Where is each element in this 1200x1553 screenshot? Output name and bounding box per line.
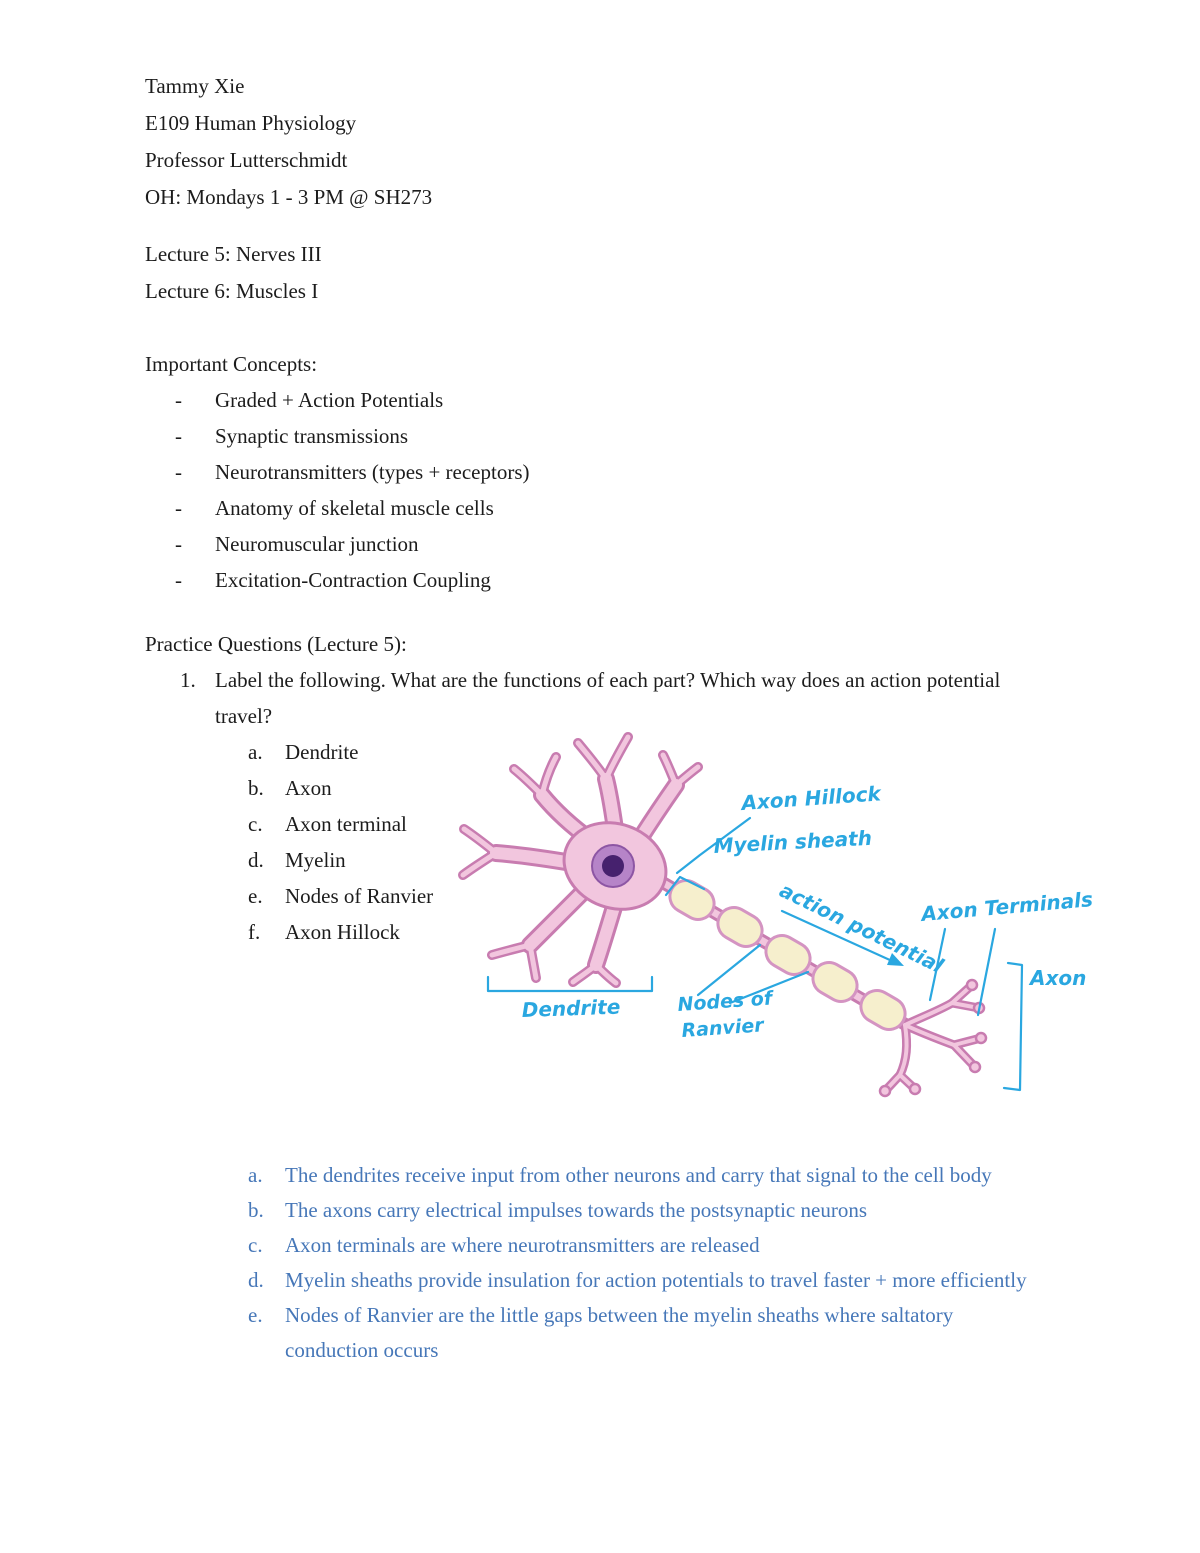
answer-item: a. The dendrites receive input from othe… xyxy=(145,1158,1075,1193)
answer-item: d. Myelin sheaths provide insulation for… xyxy=(145,1263,1075,1298)
nodes-leader-1 xyxy=(696,943,762,997)
answer-text: Myelin sheaths provide insulation for ac… xyxy=(285,1268,1027,1292)
answer-item: b. The axons carry electrical impulses t… xyxy=(145,1193,1075,1228)
bullet-dash: - xyxy=(175,424,182,448)
answer-text: Nodes of Ranvier are the little gaps bet… xyxy=(285,1303,954,1362)
arrowhead-icon xyxy=(887,953,904,966)
bullet-dash: - xyxy=(175,496,182,520)
axon-bracket xyxy=(1002,961,1024,1092)
list-item: - Anatomy of skeletal muscle cells xyxy=(145,490,530,526)
myelin-sheath-bracket xyxy=(664,875,706,897)
axon-terminals-leader-2 xyxy=(976,927,997,1017)
answer-letter: c. xyxy=(248,1233,263,1257)
concepts-title: Important Concepts: xyxy=(145,352,318,376)
concept-text: Neurotransmitters (types + receptors) xyxy=(215,460,530,484)
answer-text: Axon terminals are where neurotransmitte… xyxy=(285,1233,760,1257)
label-text: Axon xyxy=(285,776,332,800)
axon-terminals-annotation: Axon Terminals xyxy=(918,887,1094,926)
answer-letter: e. xyxy=(248,1303,263,1327)
concept-text: Excitation-Contraction Coupling xyxy=(215,568,491,592)
answer-item: e. Nodes of Ranvier are the little gaps … xyxy=(145,1298,1075,1368)
header: Tammy Xie E109 Human Physiology Professo… xyxy=(145,68,432,216)
label-text: Myelin xyxy=(285,848,346,872)
label-letter: d. xyxy=(248,848,264,872)
label-item: a. Dendrite xyxy=(145,734,1075,770)
bullet-dash: - xyxy=(175,532,182,556)
important-concepts: Important Concepts: - Graded + Action Po… xyxy=(145,346,530,598)
label-letter: b. xyxy=(248,776,264,800)
practice-questions: Practice Questions (Lecture 5): 1. Label… xyxy=(145,626,1075,950)
list-item: - Graded + Action Potentials xyxy=(145,382,530,418)
concept-text: Synaptic transmissions xyxy=(215,424,409,448)
bullet-dash: - xyxy=(175,388,182,412)
nodes-of-ranvier-annotation-line1: Nodes of xyxy=(677,987,776,1016)
answer-text: The dendrites receive input from other n… xyxy=(285,1163,992,1187)
practice-title: Practice Questions (Lecture 5): xyxy=(145,632,407,656)
lecture-titles: Lecture 5: Nerves III Lecture 6: Muscles… xyxy=(145,236,322,310)
bullet-dash: - xyxy=(175,460,182,484)
label-letter: c. xyxy=(248,812,263,836)
concept-text: Graded + Action Potentials xyxy=(215,388,444,412)
list-item: - Excitation-Contraction Coupling xyxy=(145,562,530,598)
action-potential-arrow xyxy=(780,909,894,963)
author-name: Tammy Xie xyxy=(145,74,245,98)
answer-item: c. Axon terminals are where neurotransmi… xyxy=(145,1228,1075,1263)
lecture-6-title: Lecture 6: Muscles I xyxy=(145,279,319,303)
bullet-dash: - xyxy=(175,568,182,592)
label-text: Dendrite xyxy=(285,740,359,764)
list-item: - Synaptic transmissions xyxy=(145,418,530,454)
axon-hillock-annotation: Axon Hillock xyxy=(739,781,884,815)
dendrite-annotation: Dendrite xyxy=(521,995,620,1022)
label-item: e. Nodes of Ranvier xyxy=(145,878,1075,914)
answer-text: The axons carry electrical impulses towa… xyxy=(285,1198,867,1222)
list-item: - Neurotransmitters (types + receptors) xyxy=(145,454,530,490)
course-title: E109 Human Physiology xyxy=(145,111,357,135)
list-item: - Neuromuscular junction xyxy=(145,526,530,562)
answers: a. The dendrites receive input from othe… xyxy=(145,1158,1075,1368)
concept-text: Anatomy of skeletal muscle cells xyxy=(215,496,494,520)
professor-name: Professor Lutterschmidt xyxy=(145,148,348,172)
dendrite-branches-fill xyxy=(460,734,701,986)
answer-letter: b. xyxy=(248,1198,264,1222)
dendrite-bracket xyxy=(486,975,654,993)
label-text: Axon terminal xyxy=(285,812,407,836)
myelin-sheath-annotation: Myelin sheath xyxy=(713,826,872,858)
label-item: c. Axon terminal xyxy=(145,806,1075,842)
label-letter: f. xyxy=(248,920,261,944)
axon-annotation: Axon xyxy=(1028,966,1086,990)
label-item: d. Myelin xyxy=(145,842,1075,878)
neuron-diagram: Axon Hillock Myelin sheath action potent… xyxy=(458,732,1094,1098)
axon-terminals-leader-1 xyxy=(928,927,947,1002)
nodes-leader-2 xyxy=(728,970,810,1005)
office-hours: OH: Mondays 1 - 3 PM @ SH273 xyxy=(145,185,433,209)
concept-text: Neuromuscular junction xyxy=(215,532,419,556)
answer-letter: a. xyxy=(248,1163,263,1187)
nucleolus xyxy=(602,855,624,877)
question-number: 1. xyxy=(180,668,196,692)
label-text: Nodes of Ranvier xyxy=(285,884,434,908)
answer-letter: d. xyxy=(248,1268,264,1292)
lecture-5-title: Lecture 5: Nerves III xyxy=(145,242,322,266)
axon-hillock-leader xyxy=(675,816,752,875)
label-text: Axon Hillock xyxy=(285,920,400,944)
label-letter: e. xyxy=(248,884,263,908)
label-item: f. Axon Hillock xyxy=(145,914,1075,950)
question-text: Label the following. What are the functi… xyxy=(215,668,1001,728)
nodes-of-ranvier-annotation-line2: Ranvier xyxy=(681,1014,766,1042)
question-1: 1. Label the following. What are the fun… xyxy=(145,662,1075,734)
myelin-sheaths xyxy=(668,879,907,1031)
label-letter: a. xyxy=(248,740,263,764)
label-item: b. Axon xyxy=(145,770,1075,806)
